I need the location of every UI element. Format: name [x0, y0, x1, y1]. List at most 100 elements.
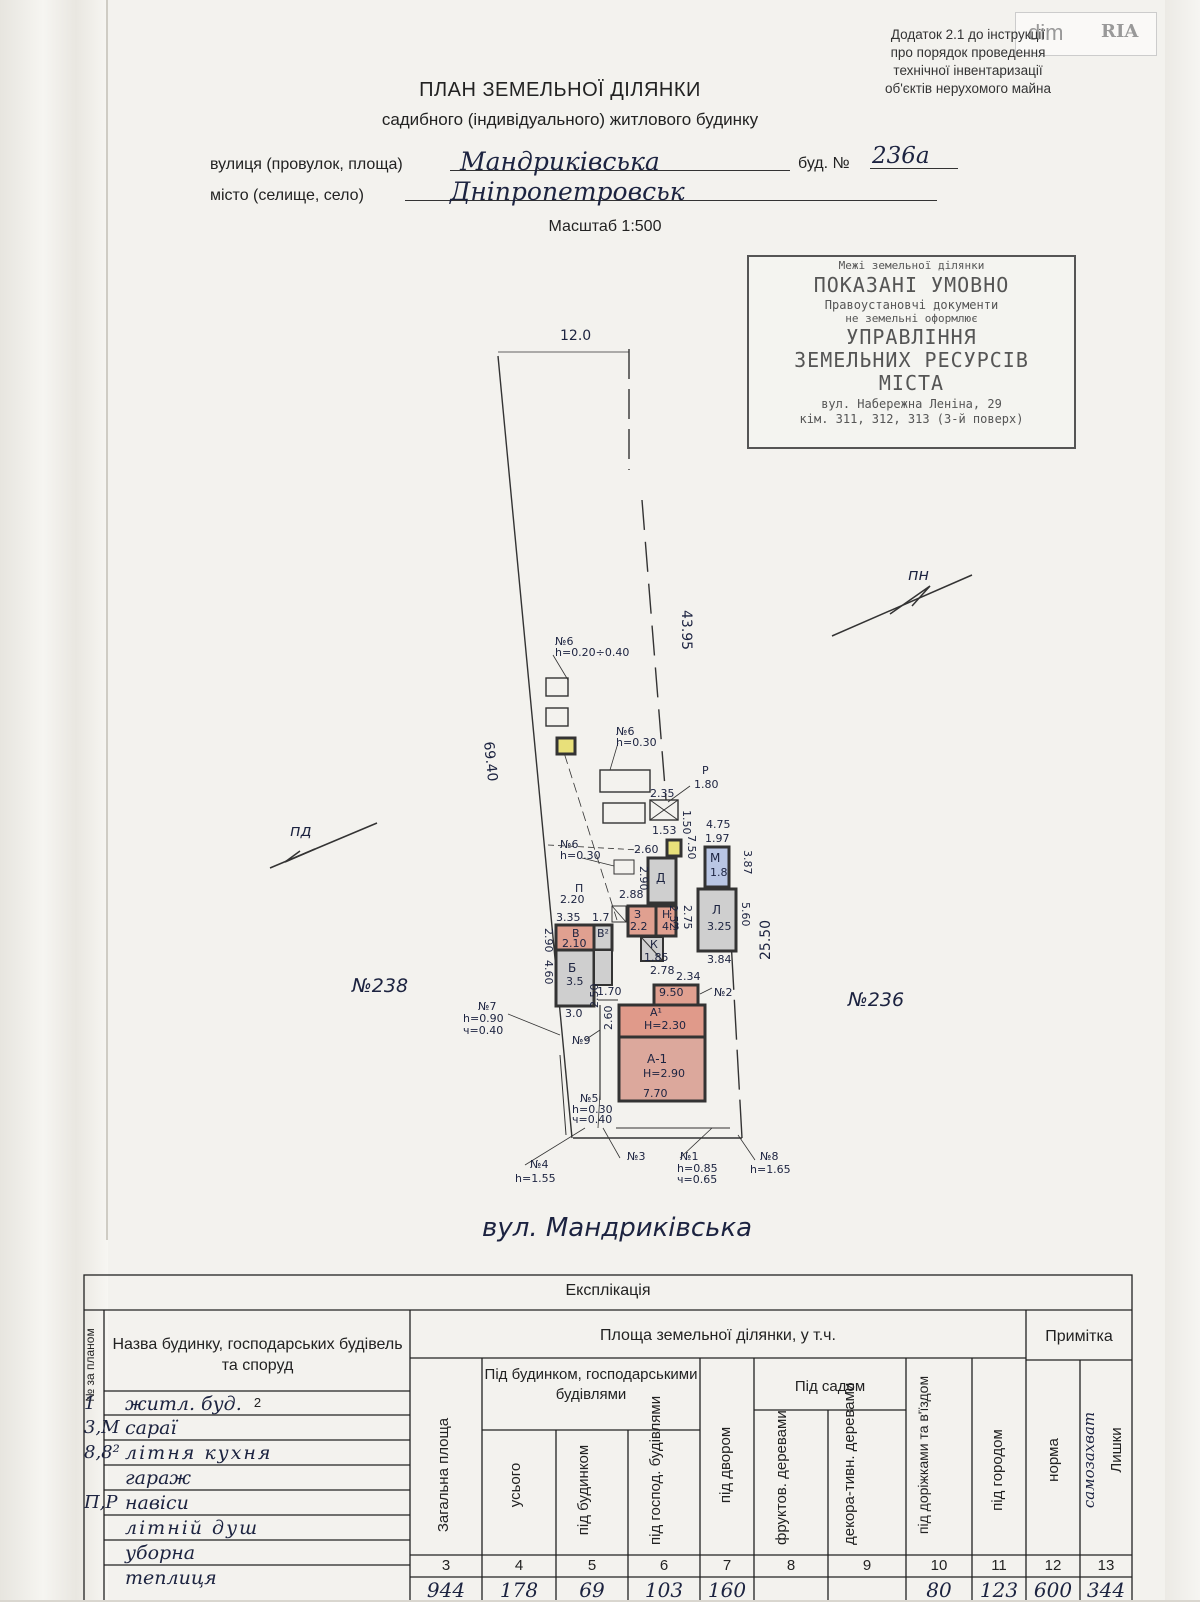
header-total-area: Загальна площа: [435, 1417, 452, 1533]
label-d252: 2.52: [667, 905, 680, 930]
building-a1-annex: [617, 1003, 707, 1039]
header-under-garden: Під садом: [794, 1378, 866, 1395]
label-n6a-h: h=0.20÷0.40: [555, 646, 629, 659]
stamp-line-9: кім. 311, 312, 313 (3-й поверх): [799, 412, 1024, 426]
area-header: Площа земельної ділянки, у т.ч.: [600, 1327, 836, 1344]
col2-header: Назва будинку, господарських будівель та…: [112, 1336, 403, 1374]
value-under-outbuildings: 103: [644, 1578, 684, 1602]
dashdot-path-line: [559, 739, 618, 921]
leader-n6b: [609, 742, 619, 771]
colnum-3: 3: [441, 1557, 451, 1574]
label-n8: №8: [760, 1150, 778, 1163]
stamp-line-8: вул. Набережна Леніна, 29: [821, 397, 1002, 411]
row-3-num: 8,8²: [84, 1442, 120, 1463]
label-d560: 5.60: [739, 902, 752, 927]
label-n8-h: h=1.65: [750, 1163, 791, 1176]
building-label: буд. №: [798, 155, 850, 172]
label-n3: №3: [627, 1150, 645, 1163]
structure-g: [555, 736, 577, 756]
table-outer: [83, 1274, 1133, 1600]
colnum-8: 8: [786, 1557, 796, 1574]
label-n-w: 4.3: [662, 920, 680, 933]
building-l: [696, 887, 738, 953]
label-k-w: 1.85: [644, 951, 669, 964]
row-2-name: сараї: [125, 1417, 177, 1439]
label-m: М: [710, 851, 720, 865]
leader-n6a: [552, 654, 569, 681]
label-b-w: 3.5: [566, 975, 584, 988]
label-z-w: 2.2: [630, 920, 648, 933]
label-n4: №4: [530, 1158, 548, 1171]
right-boundary-dashed-2: [641, 499, 667, 801]
canopy-r-cross-2: [649, 799, 679, 821]
label-n1-v: ч=0.65: [677, 1173, 717, 1186]
watermark-logo: dim RIA: [1015, 12, 1157, 56]
city-underline: [405, 200, 937, 201]
binding-shadow: [0, 0, 108, 1600]
label-d17: 1.7: [592, 911, 610, 924]
building-value: 236а: [872, 143, 930, 169]
label-n6a: №6: [555, 635, 573, 648]
label-d170: 1.70: [597, 985, 622, 998]
value-under-house: 69: [579, 1578, 605, 1602]
header-norm: норма: [1045, 1438, 1062, 1482]
row-2-num: 3,М: [84, 1417, 120, 1438]
label-d750: 7.50: [685, 835, 698, 860]
binding-edge: [106, 0, 108, 1240]
north-label: пн: [908, 565, 929, 584]
appendix-line-3: технічної інвентаризації: [893, 63, 1043, 78]
label-n1-h: h=0.85: [677, 1162, 718, 1175]
label-d260b: 2.60: [602, 1006, 615, 1031]
street-value: Мандриківська: [460, 147, 660, 176]
label-l-letter: Л: [712, 903, 721, 917]
canopy-p: [611, 905, 627, 923]
label-m-w: 1.8: [710, 866, 728, 879]
value-roads: 80: [926, 1578, 952, 1602]
row-5-name: навіси: [125, 1492, 189, 1514]
label-d260: 2.60: [634, 843, 659, 856]
row-3-name: літня кухня: [125, 1442, 273, 1464]
watermark-left: dim: [1028, 20, 1064, 45]
canopy-p-cross: [611, 905, 627, 923]
structure-shower: [613, 859, 635, 875]
label-d150: 1.50: [680, 810, 693, 835]
building-m: [703, 845, 731, 889]
value-total: 178: [499, 1578, 539, 1602]
building-b-annex: [593, 949, 613, 986]
label-a1-h: Н=2.90: [643, 1067, 685, 1080]
building-n: [654, 904, 678, 938]
leader-n1: [679, 1127, 713, 1159]
label-b-letter: Б: [568, 961, 576, 975]
street-caption: вул. Мандриківська: [482, 1213, 752, 1243]
label-n4-h: h=1.55: [515, 1172, 556, 1185]
label-n7-v: ч=0.40: [463, 1024, 503, 1037]
leader-n3: [602, 1127, 621, 1159]
label-n1: №1: [680, 1150, 698, 1163]
value-vegetable: 123: [979, 1578, 1019, 1602]
label-a1top: А¹: [650, 1006, 662, 1019]
label-d290b: 2.90: [542, 928, 555, 953]
table-title: Експлікація: [565, 1282, 651, 1299]
header-under-yard: під двором: [717, 1426, 734, 1504]
colnum-12: 12: [1044, 1557, 1062, 1574]
colnum-4: 4: [514, 1557, 524, 1574]
appendix-line-4: об'єктів нерухомого майна: [884, 81, 1051, 96]
leader-n2: [699, 987, 713, 995]
label-d460: 4.60: [542, 960, 555, 985]
label-d275: 2.75: [681, 905, 694, 930]
north-arrow-head: [889, 585, 931, 615]
header-under-buildings: Під будинком, господарськими будівлями: [484, 1366, 698, 1403]
colnum-13: 13: [1097, 1557, 1115, 1574]
canopy-r: [649, 799, 679, 821]
appendix-note: Додаток 2.1 до інструкції про порядок пр…: [858, 26, 1078, 98]
south-label: пд: [290, 821, 312, 840]
leader-n5: [597, 1091, 601, 1129]
label-n7-h: h=0.90: [463, 1012, 504, 1025]
col2-number: 2: [253, 1395, 262, 1410]
label-d197: 1.97: [705, 832, 730, 845]
row-6-name: літній душ: [125, 1517, 260, 1539]
row-5-num: П,Р: [84, 1492, 118, 1513]
street-label: вулиця (провулок, площа): [210, 156, 403, 173]
sheet-right-edge: [1165, 0, 1200, 1600]
colnum-9: 9: [862, 1557, 872, 1574]
